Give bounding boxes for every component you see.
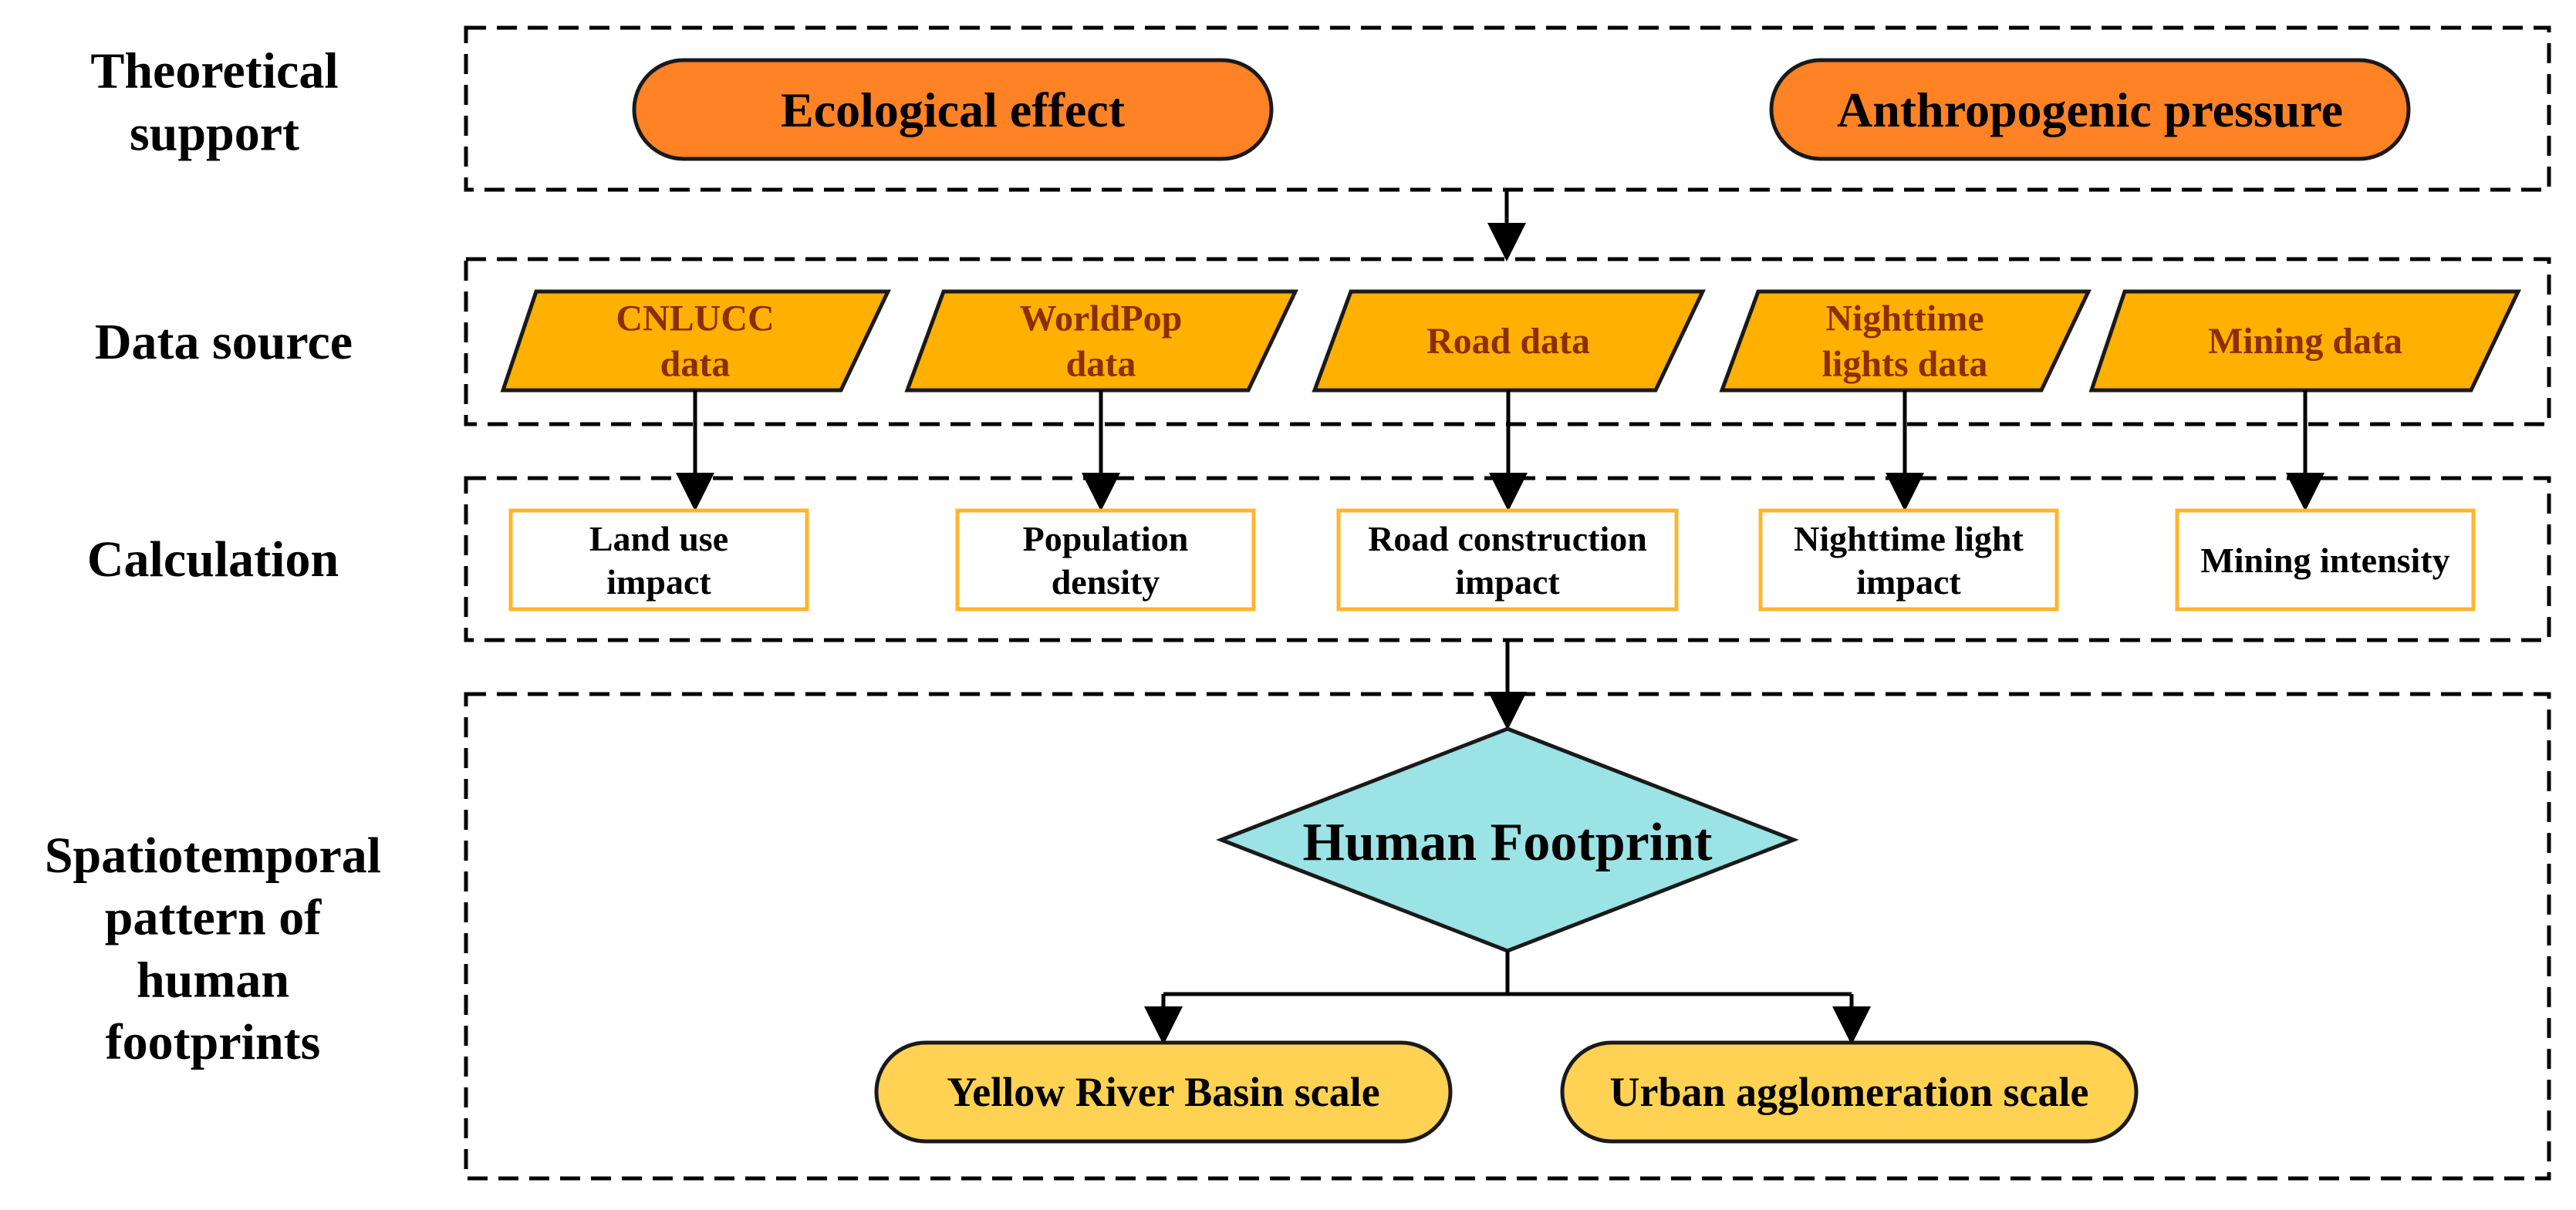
calculation-box: [955, 508, 1256, 612]
text-line: Calculation: [87, 531, 339, 588]
anthropogenic-pressure-node: [1769, 58, 2411, 161]
row-label-calculation: Calculation: [87, 531, 339, 588]
text-line: Theoretical: [90, 42, 338, 99]
text-line: Road data: [1426, 321, 1590, 362]
text-line: impact: [1455, 562, 1560, 602]
data-source-road: Road data: [1312, 289, 1706, 393]
text-line: Ecological effect: [781, 83, 1126, 137]
text-line: Yellow River Basin scale: [947, 1069, 1379, 1115]
text-line: support: [130, 105, 299, 161]
text-line: Mining intensity: [2200, 541, 2449, 580]
urban-agglomeration-scale-label: Urban agglomeration scale: [1610, 1069, 2089, 1115]
section-frame-pattern: [464, 692, 2551, 1181]
data-source-shape: [904, 289, 1298, 393]
ecological-effect-node: [632, 58, 1274, 161]
data-source-shape: [500, 289, 891, 393]
data-source-mining: Mining data: [2088, 289, 2521, 393]
row-label-data: Data source: [95, 314, 353, 370]
text-line: Human Footprint: [1303, 813, 1713, 872]
text-line: impact: [606, 562, 711, 602]
text-line: Road construction: [1368, 518, 1647, 558]
data-source-shape: [2088, 289, 2521, 393]
urban-agglomeration-scale-node: [1560, 1040, 2139, 1144]
text-line: Nighttime: [1825, 298, 1983, 339]
text-line: density: [1052, 562, 1160, 602]
text-line: CNLUCC: [616, 298, 774, 339]
text-line: Urban agglomeration scale: [1610, 1069, 2089, 1115]
text-line: Mining data: [2208, 321, 2402, 362]
text-line: Spatiotemporal: [45, 827, 381, 884]
text-line: footprints: [106, 1013, 321, 1070]
text-line: lights data: [1822, 343, 1988, 384]
text-line: Population: [1023, 518, 1189, 558]
ecological-effect-label: Ecological effect: [781, 83, 1126, 137]
data-source-label: Road data: [1426, 321, 1590, 362]
calculation-box: [1758, 508, 2059, 612]
calculation-box: [508, 508, 809, 612]
row-label-theory: Theoretical support: [90, 42, 338, 161]
human-footprint-label: Human Footprint: [1303, 813, 1713, 872]
text-line: Data source: [95, 314, 353, 370]
text-line: data: [660, 343, 731, 384]
calculation-box: [1336, 508, 1679, 612]
calculation-box: [2175, 508, 2476, 612]
calculation-label: Mining intensity: [2200, 541, 2449, 580]
yellow-river-basin-scale-node: [874, 1040, 1453, 1144]
text-line: impact: [1856, 562, 1961, 602]
text-line: pattern of: [105, 889, 322, 945]
anthropogenic-pressure-label: Anthropogenic pressure: [1837, 83, 2343, 137]
calculation-mining-intensity: Mining intensity: [2175, 508, 2476, 612]
yellow-river-basin-scale-label: Yellow River Basin scale: [947, 1069, 1379, 1115]
text-line: Anthropogenic pressure: [1837, 83, 2343, 137]
text-line: Nighttime light: [1794, 518, 2024, 558]
data-source-shape: [1312, 289, 1706, 393]
text-line: WorldPop: [1020, 298, 1183, 339]
text-line: human: [137, 952, 289, 1008]
data-source-label: Mining data: [2208, 321, 2402, 362]
text-line: data: [1066, 343, 1136, 384]
text-line: Land use: [589, 518, 728, 558]
data-source-shape: [1719, 289, 2092, 393]
